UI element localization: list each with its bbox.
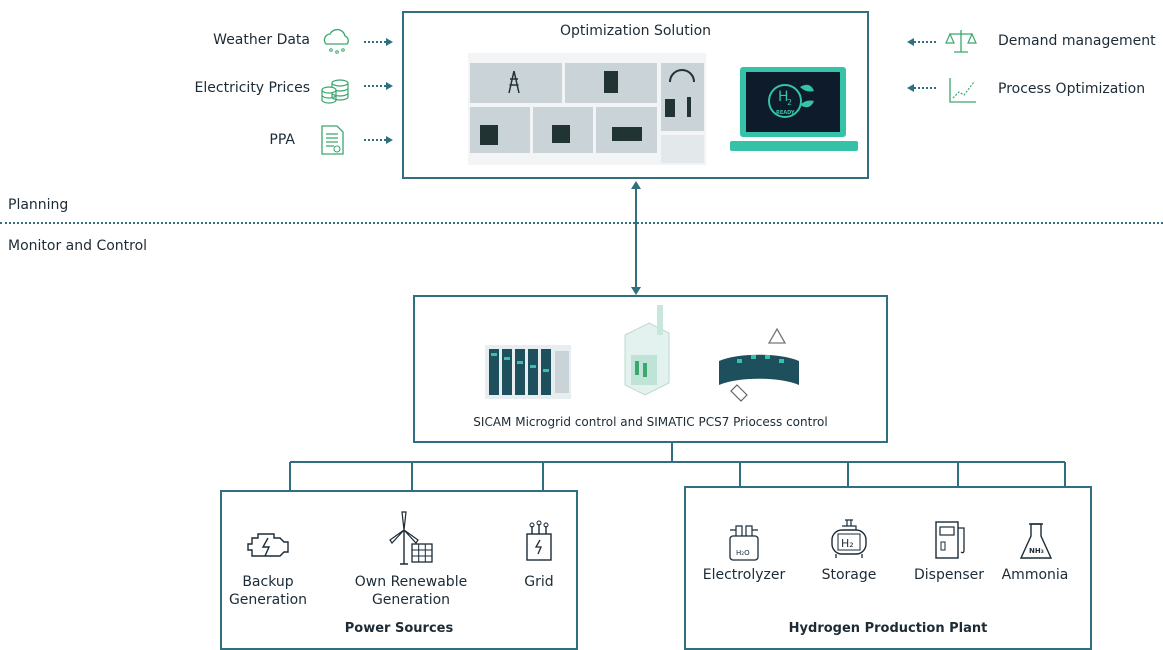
input-arrows-left bbox=[364, 38, 393, 144]
dashboard-tile bbox=[470, 107, 530, 153]
balance-scale-icon bbox=[945, 30, 977, 53]
tower-icon bbox=[508, 70, 520, 94]
storage-tank-icon: H₂ bbox=[831, 519, 867, 558]
h2-item-ammonia: Ammonia bbox=[1001, 567, 1069, 583]
input-label-weather: Weather Data bbox=[213, 32, 310, 48]
thermometer-icon bbox=[687, 97, 691, 117]
hydrogen-plant-title: Hydrogen Production Plant bbox=[788, 621, 988, 636]
trend-chart-icon bbox=[949, 78, 976, 103]
bidirectional-arrow bbox=[631, 181, 641, 295]
h2-item-storage: Storage bbox=[821, 567, 877, 583]
power-item-backup: Backup Generation bbox=[228, 573, 308, 609]
optimization-solution-box: Optimization Solution H 2 READY bbox=[402, 11, 869, 179]
input-label-demand: Demand management bbox=[998, 33, 1156, 49]
flask-icon: NH₃ bbox=[1019, 523, 1053, 559]
electrolyzer-tag: H₂O bbox=[736, 549, 750, 557]
hydrogen-plant-box: H₂O Electrolyzer H₂ Storage Dispenser NH… bbox=[684, 486, 1092, 650]
coins-icon bbox=[321, 79, 349, 104]
plant-module-icon bbox=[624, 305, 670, 396]
cloud-rain-icon bbox=[323, 28, 349, 54]
panel-icon bbox=[604, 71, 618, 93]
gauge-icon bbox=[669, 69, 695, 83]
h2-item-electrolyzer: Electrolyzer bbox=[702, 567, 786, 583]
controller-rack-icon bbox=[485, 345, 571, 399]
laptop-icon: H 2 READY bbox=[730, 67, 858, 151]
optimization-title: Optimization Solution bbox=[559, 23, 712, 39]
power-item-label-line1: Backup bbox=[242, 574, 294, 590]
power-item-label-line2: Generation bbox=[371, 592, 451, 608]
dashboard-tile bbox=[661, 135, 704, 163]
electrolyzer-icon: H₂O bbox=[729, 525, 759, 561]
h2-item-dispenser: Dispenser bbox=[914, 567, 984, 583]
input-arrows-right bbox=[907, 38, 936, 92]
transformer-icon bbox=[526, 520, 552, 561]
layer-divider bbox=[0, 222, 1163, 224]
engine-icon bbox=[247, 533, 289, 557]
power-item-grid: Grid bbox=[524, 574, 554, 590]
layer-label-planning: Planning bbox=[8, 197, 69, 213]
power-item-label-line1: Own Renewable bbox=[354, 574, 468, 590]
layer-label-monitor: Monitor and Control bbox=[8, 238, 148, 254]
input-label-ppa: PPA bbox=[269, 132, 295, 148]
dashboard-tile bbox=[661, 63, 704, 131]
svg-text:2: 2 bbox=[787, 98, 792, 107]
dashboard-screenshot bbox=[468, 53, 706, 165]
connector-tree bbox=[289, 443, 1066, 490]
house-icon bbox=[552, 125, 570, 143]
truck-icon bbox=[612, 127, 642, 141]
control-box: SICAM Microgrid control and SIMATIC PCS7… bbox=[413, 295, 888, 443]
storage-tag: H₂ bbox=[841, 537, 854, 550]
input-label-process-opt: Process Optimization bbox=[998, 81, 1146, 97]
control-caption: SICAM Microgrid control and SIMATIC PCS7… bbox=[473, 415, 828, 429]
laptop-badge: READY bbox=[776, 110, 795, 116]
ammonia-tag: NH₃ bbox=[1029, 547, 1044, 555]
svg-text:H: H bbox=[778, 89, 789, 105]
fuel-dispenser-icon bbox=[935, 521, 965, 559]
input-label-electricity-prices: Electricity Prices bbox=[194, 80, 310, 96]
wind-solar-icon bbox=[389, 511, 433, 565]
power-item-label-line2: Generation bbox=[228, 592, 308, 608]
hmi-panel-icon bbox=[719, 327, 799, 402]
charger-icon bbox=[480, 125, 498, 145]
document-icon bbox=[321, 125, 344, 155]
battery-icon bbox=[665, 99, 675, 117]
power-sources-box: Backup Generation Own Renewable Generati… bbox=[220, 490, 578, 650]
power-sources-title: Power Sources bbox=[344, 621, 454, 636]
power-item-renewable: Own Renewable Generation bbox=[346, 573, 476, 609]
